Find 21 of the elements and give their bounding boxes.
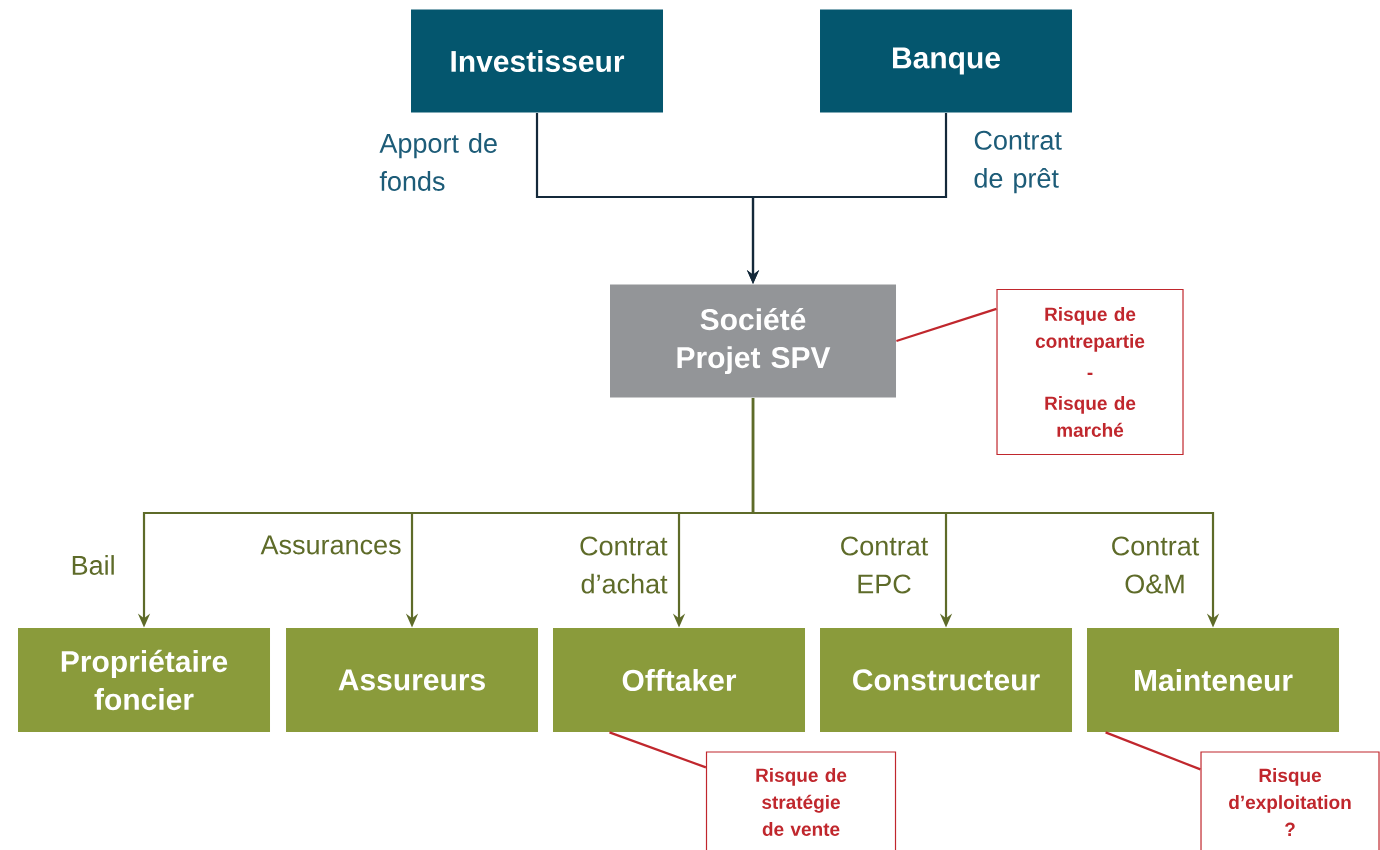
party-box: Mainteneur	[1087, 628, 1339, 732]
party-box: Offtaker	[553, 628, 805, 732]
party-box: Constructeur	[820, 628, 1072, 732]
party-box: Investisseur	[411, 9, 663, 113]
risk-box: Risque d’exploitation ?	[1200, 751, 1380, 850]
party-box: Banque	[820, 9, 1072, 113]
party-box: Propriétaire foncier	[18, 628, 270, 732]
leader-line	[896, 307, 997, 343]
edge-label: Apport de fonds	[379, 133, 497, 191]
party-box: Assureurs	[286, 628, 538, 732]
edge-label: Assurances	[260, 535, 401, 555]
company-box: Société Projet SPV	[610, 284, 896, 398]
edge-label: Contrat d’achat	[580, 536, 668, 594]
risk-box: Risque de stratégie de vente	[705, 751, 897, 850]
risk-box: Risque de contrepartie - Risque de marché	[996, 288, 1184, 456]
leader-line	[609, 731, 707, 769]
edge-label: Contrat EPC	[841, 536, 929, 594]
edge-label: Contrat de prêt	[974, 130, 1062, 194]
leader-line	[1105, 731, 1201, 771]
edge-label: Contrat O&M	[1112, 536, 1200, 594]
edge-label: Bail	[72, 555, 114, 575]
